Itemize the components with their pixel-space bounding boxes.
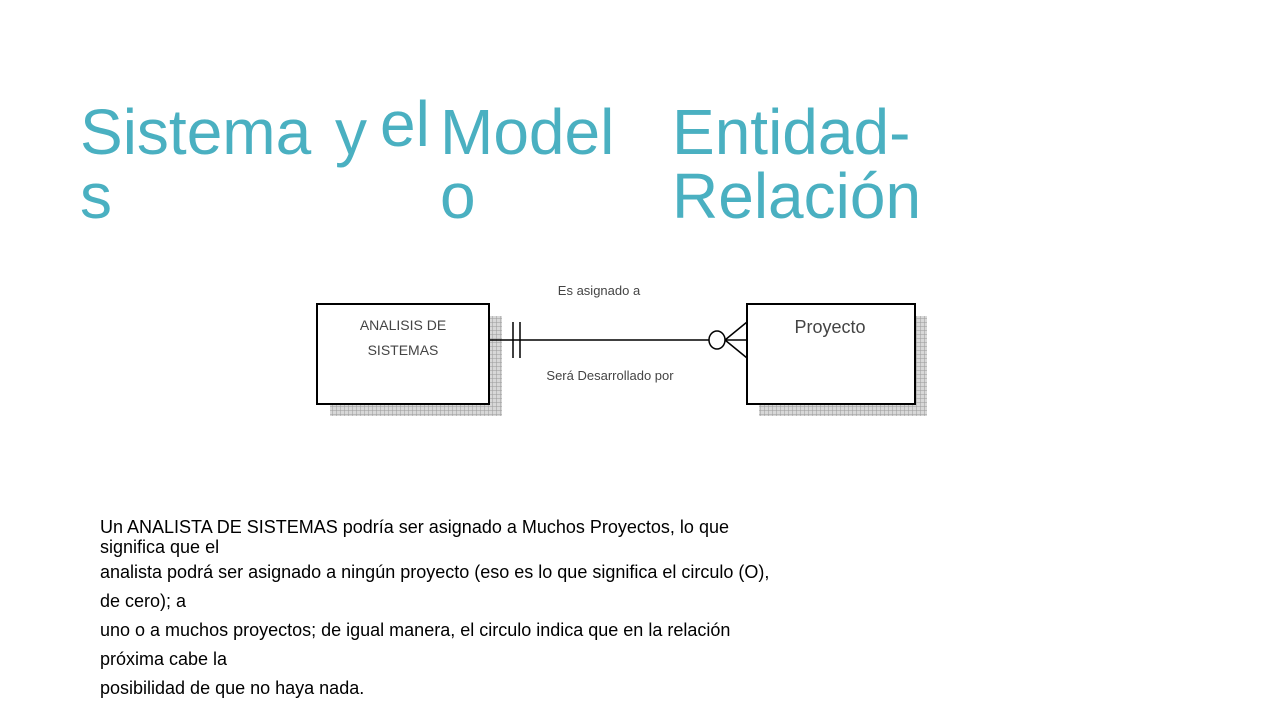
paragraph-line-4: de cero); a	[100, 591, 187, 611]
entity-analisis-de-sistemas-box	[316, 303, 490, 405]
paragraph-line-2: significa que el	[100, 537, 220, 557]
relation-label-top: Es asignado a	[558, 283, 641, 298]
entity-proyecto-box	[746, 303, 916, 405]
title-word-sistemas-line2: s	[80, 160, 112, 232]
entity-left-label-line1: ANALISIS DE	[360, 317, 446, 333]
er-diagram: ANALISIS DE SISTEMAS Proyecto Es asignad…	[300, 270, 960, 430]
title-word-modelo-line2: o	[440, 160, 476, 232]
paragraph-line-3: analista podrá ser asignado a ningún pro…	[100, 562, 770, 582]
crows-foot-upper	[724, 321, 748, 341]
title-word-sistemas-line1: Sistema	[80, 96, 312, 168]
title-word-el: el	[380, 88, 430, 160]
title-word-sistemas: Sistema s	[80, 100, 311, 228]
title-word-entidad-relacion: Entidad- Relación	[672, 100, 921, 228]
paragraph-line-7: posibilidad de que no haya nada.	[100, 678, 365, 698]
paragraph-line-6: próxima cabe la	[100, 649, 228, 669]
relation-label-bottom: Será Desarrollado por	[546, 368, 674, 383]
zero-optional-circle	[708, 330, 726, 350]
paragraph-line-1: Un ANALISTA DE SISTEMAS podría ser asign…	[100, 517, 729, 537]
paragraph-line-5: uno o a muchos proyectos; de igual maner…	[100, 620, 731, 640]
title-word-modelo: Model o	[440, 100, 614, 228]
entity-left-label-line2: SISTEMAS	[368, 342, 439, 358]
entity-right-label: Proyecto	[794, 317, 865, 337]
title-word-y: y	[335, 96, 367, 168]
title-word-entidad-relacion-line1: Entidad-	[672, 96, 911, 168]
crows-foot-lower	[724, 339, 748, 359]
explanation-paragraph: Un ANALISTA DE SISTEMAS podría ser asign…	[100, 518, 1000, 703]
title-word-modelo-line1: Model	[440, 96, 615, 168]
er-diagram-svg: ANALISIS DE SISTEMAS Proyecto Es asignad…	[316, 283, 927, 416]
title-word-entidad-relacion-line2: Relación	[672, 160, 922, 232]
